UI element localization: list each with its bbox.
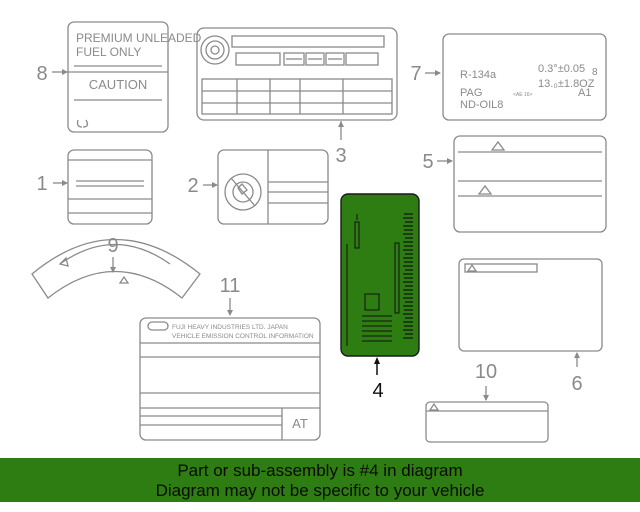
callout-2[interactable]: 2 <box>187 175 198 197</box>
fuel-label-caution: CAUTION <box>89 77 148 92</box>
emission-label-trans: AT <box>292 416 308 431</box>
oil-small-code: <AE 16> <box>513 92 533 98</box>
oil-type: PAG <box>460 87 482 99</box>
callout-10[interactable]: 10 <box>475 361 497 383</box>
callout-6[interactable]: 6 <box>571 373 582 395</box>
callout-5[interactable]: 5 <box>422 151 433 173</box>
part-3-label[interactable] <box>196 27 398 121</box>
callout-4[interactable]: 4 <box>372 380 383 402</box>
part-9-curved-label[interactable] <box>31 239 201 299</box>
part-1-label[interactable] <box>67 149 153 225</box>
callout-3[interactable]: 3 <box>335 145 346 167</box>
refrigerant-type: R-134a <box>460 69 497 81</box>
part-11-emission-label[interactable] <box>139 317 321 441</box>
banner-line-2: Diagram may not be specific to your vehi… <box>155 481 485 500</box>
emission-label-line1: FUJI HEAVY INDUSTRIES LTD. JAPAN <box>172 324 288 331</box>
grade-code: A1 <box>578 87 591 99</box>
callout-1[interactable]: 1 <box>36 173 47 195</box>
fuel-label-line2: FUEL ONLY <box>76 45 141 59</box>
part-4-arrow-icon <box>374 357 380 364</box>
callout-9[interactable]: 9 <box>107 235 118 257</box>
oil-code: ND-OIL8 <box>460 99 503 111</box>
part-7-refrigerant-label[interactable] <box>442 33 607 121</box>
banner-line-1: Part or sub-assembly is #4 in diagram <box>177 461 463 480</box>
refrigerant-charge-1: 0.3°±0.05 <box>538 63 585 75</box>
notice-banner: Part or sub-assembly is #4 in diagram Di… <box>0 458 640 502</box>
refrigerant-charge-2: 13.₀±1.8OZ <box>538 78 595 90</box>
callout-11[interactable]: 11 <box>220 275 241 297</box>
callout-7[interactable]: 7 <box>410 63 421 85</box>
fuel-label-line1: PREMIUM UNLEADED <box>76 31 202 45</box>
part-4-highlighted-label[interactable] <box>340 193 420 357</box>
part-6-label[interactable] <box>458 258 603 352</box>
part-8-fuel-label[interactable] <box>67 21 169 133</box>
part-2-airbag-label[interactable] <box>217 149 329 225</box>
callout-8[interactable]: 8 <box>36 63 47 85</box>
part-10-label[interactable] <box>425 401 549 443</box>
part-5-label[interactable] <box>453 135 607 233</box>
refrigerant-charge-1-suffix: 8 <box>592 67 598 78</box>
emission-label-line2: VEHICLE EMISSION CONTROL INFORMATION <box>172 333 314 340</box>
